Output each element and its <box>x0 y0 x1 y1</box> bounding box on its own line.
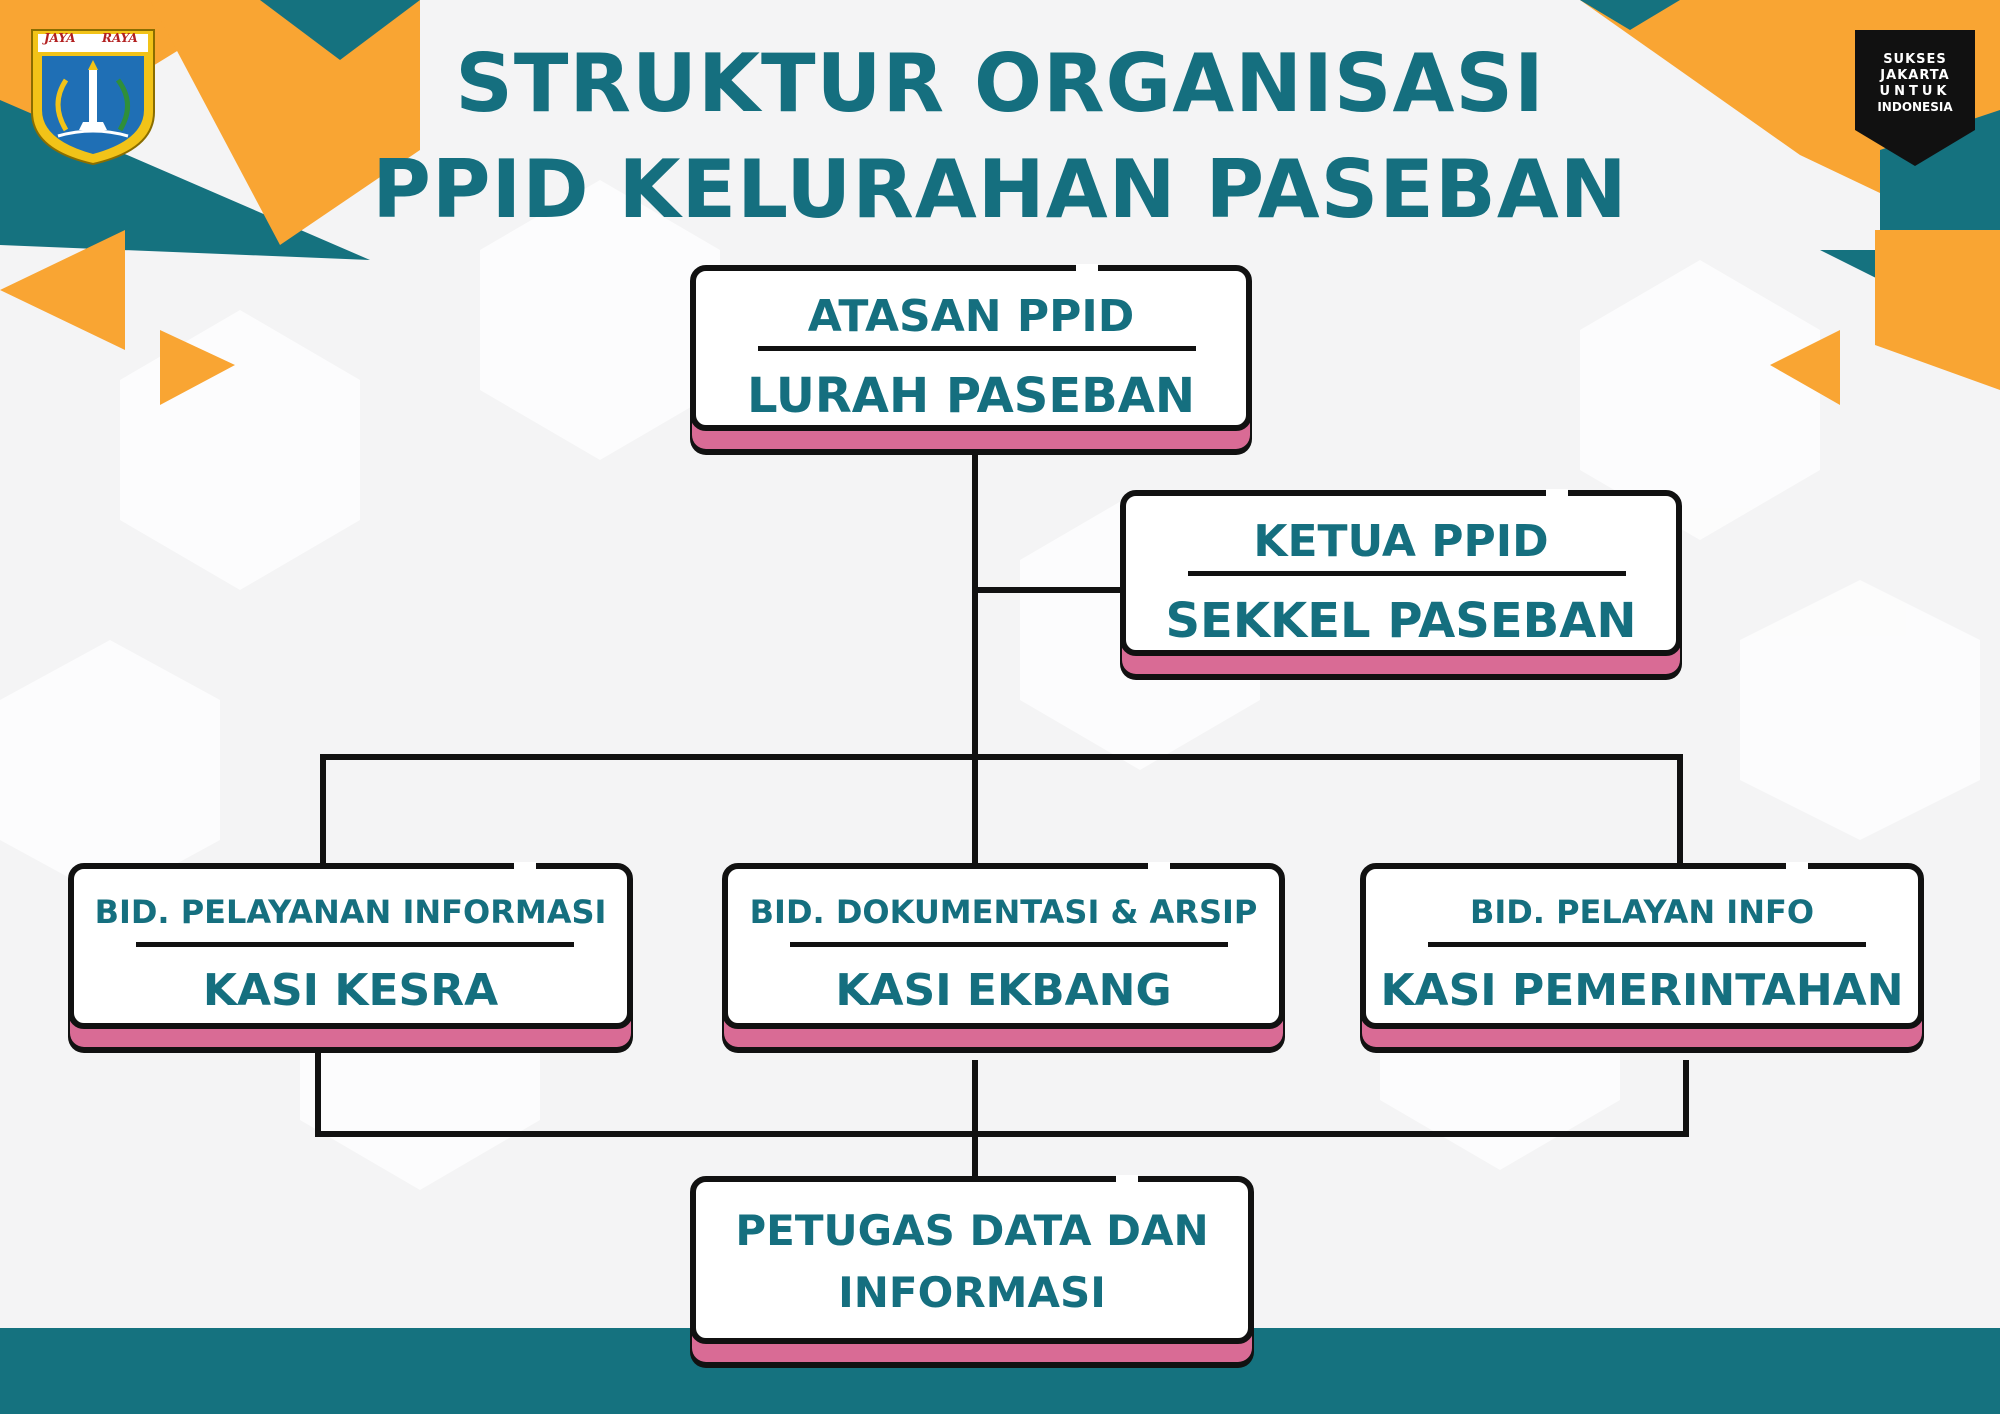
bid-dokumentasi-arsip-box: BID. DOKUMENTASI & ARSIP KASI EKBANG <box>722 862 1285 1029</box>
outline-gap <box>1546 489 1568 497</box>
slogan-line3: UNTUK <box>1879 84 1951 99</box>
outline-gap <box>1076 264 1098 272</box>
bid-dokumentasi-holder-label: KASI EKBANG <box>835 965 1172 1016</box>
slogan-line4: INDONESIA <box>1877 100 1953 114</box>
slogan-line1: SUKSES <box>1883 52 1947 67</box>
atasan-divider <box>758 346 1196 351</box>
petugas-label-line2: INFORMASI <box>838 1268 1106 1317</box>
slogan-badge-icon <box>1855 30 1975 166</box>
bid-pelayanan-holder-label: KASI KESRA <box>202 965 499 1016</box>
bid-pelayan-info-box: BID. PELAYAN INFO KASI PEMERINTAHAN <box>1360 862 1924 1029</box>
ketua-role-label: KETUA PPID <box>1253 516 1549 567</box>
bid-dokumentasi-divider <box>790 942 1228 947</box>
bid-pelayan-info-role-label: BID. PELAYAN INFO <box>1469 893 1815 931</box>
atasan-holder-label: LURAH PASEBAN <box>746 368 1196 424</box>
atasan-ppid-box: ATASAN PPID LURAH PASEBAN <box>690 264 1252 431</box>
petugas-data-informasi-box: PETUGAS DATA DAN INFORMASI <box>690 1175 1254 1344</box>
bid-pelayanan-informasi-box: BID. PELAYANAN INFORMASI KASI KESRA <box>68 862 633 1029</box>
ketua-ppid-box: KETUA PPID SEKKEL PASEBAN <box>1120 489 1682 656</box>
outline-gap <box>1116 1175 1138 1183</box>
ketua-divider <box>1188 571 1626 576</box>
bid-dokumentasi-role-label: BID. DOKUMENTASI & ARSIP <box>749 893 1258 931</box>
jakarta-emblem-icon <box>31 29 155 166</box>
connector-lines <box>315 440 1689 1176</box>
petugas-label-line1: PETUGAS DATA DAN <box>735 1206 1209 1255</box>
outline-gap <box>1786 862 1808 870</box>
outline-gap <box>514 862 536 870</box>
outline-gap <box>1148 862 1170 870</box>
page-title-line2: PPID KELURAHAN PASEBAN <box>372 143 1628 236</box>
bid-pelayan-info-divider <box>1428 942 1866 947</box>
bid-pelayanan-divider <box>136 942 574 947</box>
bid-pelayanan-role-label: BID. PELAYANAN INFORMASI <box>94 893 607 931</box>
atasan-role-label: ATASAN PPID <box>807 291 1135 342</box>
ketua-holder-label: SEKKEL PASEBAN <box>1165 593 1637 649</box>
slogan-line2: JAKARTA <box>1880 68 1950 83</box>
bid-pelayan-info-holder-label: KASI PEMERINTAHAN <box>1380 965 1904 1016</box>
logo-motto-right: RAYA <box>102 31 138 45</box>
page-title-line1: STRUKTUR ORGANISASI <box>455 37 1545 130</box>
logo-motto-left: JAYA <box>44 31 76 45</box>
